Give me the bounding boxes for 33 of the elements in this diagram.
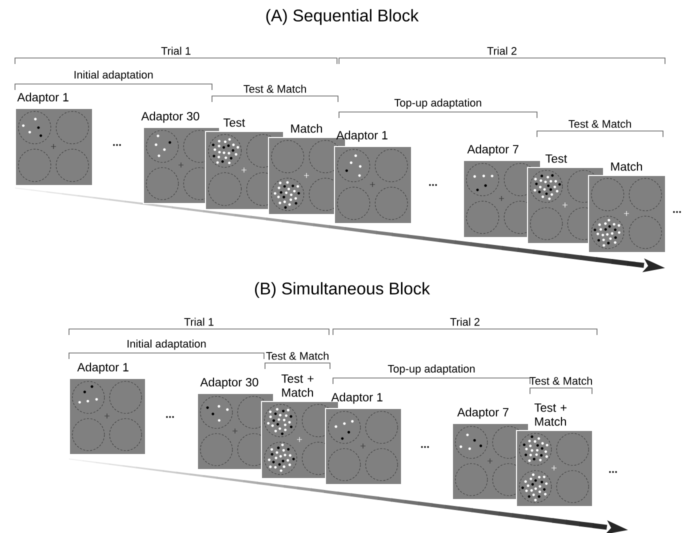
panel-label: Adaptor 7 (457, 408, 508, 419)
ellipsis: ... (113, 144, 121, 146)
bracket-label: Trial 1 (184, 318, 214, 326)
bracket-label: Initial adaptation (128, 340, 206, 350)
bracket-label: Top-up adaptation (388, 364, 475, 375)
ellipsis: ... (609, 471, 617, 473)
bracket-label: Trial 2 (450, 318, 480, 326)
bracket-label: Trial 1 (161, 46, 190, 55)
panel-label: Adaptor 30 (141, 112, 200, 123)
panel-label: Test + Match (534, 404, 566, 426)
bracket-label: Top-up adaptation (394, 98, 482, 109)
panel-label: Match (291, 124, 322, 133)
panel-title: (A) Sequential Block (266, 9, 419, 25)
panel-label: Adaptor 7 (467, 144, 518, 156)
bracket-label: Test & Match (266, 352, 328, 360)
panel-label: Match (611, 162, 642, 171)
ellipsis: ... (166, 416, 174, 418)
panel-label: Test + Match (281, 374, 314, 397)
bracket-label: Trial 2 (487, 46, 516, 55)
panel-label: Adaptor 1 (336, 130, 388, 142)
bracket-label: Test & Match (244, 84, 306, 93)
panel-title: (B) Simultaneous Block (255, 282, 430, 298)
panel-label: Adaptor 1 (17, 92, 68, 104)
ellipsis: ... (429, 184, 437, 186)
ellipsis: ... (421, 446, 429, 448)
panel-label: Adaptor 1 (77, 362, 128, 374)
bracket-label: Initial adaptation (74, 70, 153, 81)
panel-label: Test (545, 154, 568, 163)
bracket-label: Test & Match (568, 120, 631, 128)
panel-label: Adaptor 30 (200, 378, 258, 389)
bracket-label: Test & Match (530, 376, 592, 385)
panel-label: Test (223, 118, 246, 127)
panel-label: Adaptor 1 (331, 392, 382, 404)
